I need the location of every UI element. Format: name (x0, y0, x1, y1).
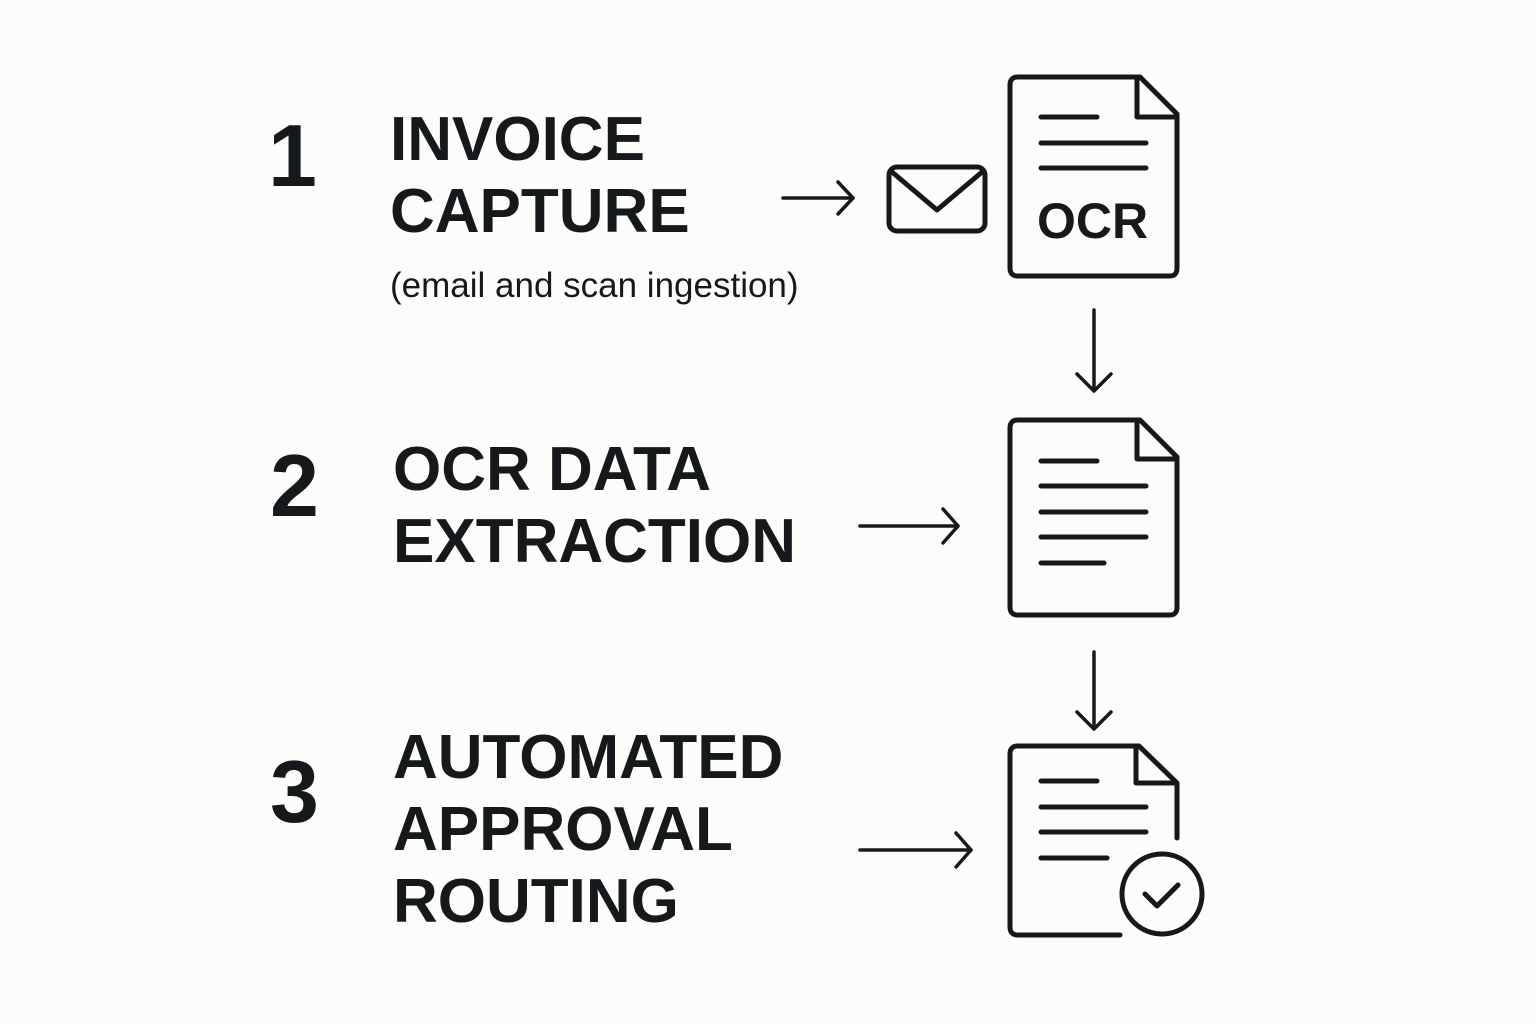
step-2-title: OCR DATA EXTRACTION (393, 434, 796, 578)
arrow-down-icon-1 (1075, 308, 1113, 393)
step-3-title: AUTOMATED APPROVAL ROUTING (393, 722, 783, 938)
step-3-title-line-1: AUTOMATED (393, 723, 784, 792)
ocr-document-icon: OCR (1007, 74, 1180, 279)
step-3-title-line-2: APPROVAL (393, 795, 733, 864)
arrow-right-icon-step-1 (781, 180, 855, 216)
document-icon (1007, 417, 1180, 618)
step-1-title-line-1: INVOICE (390, 105, 645, 174)
arrow-right-icon-step-2 (858, 507, 960, 545)
approved-document-icon (1007, 743, 1205, 938)
step-1-subtitle: (email and scan ingestion) (390, 266, 799, 305)
step-3-title-line-3: ROUTING (393, 867, 679, 936)
step-1-title-line-2: CAPTURE (390, 177, 690, 246)
envelope-icon (886, 164, 988, 234)
step-2-title-line-1: OCR DATA (393, 435, 711, 504)
step-3-number: 3 (270, 742, 319, 841)
ocr-label: OCR (1037, 193, 1148, 249)
step-2-number: 2 (270, 436, 319, 535)
arrow-right-icon-step-3 (858, 831, 973, 869)
step-1-title: INVOICE CAPTURE (390, 104, 690, 248)
step-2-title-line-2: EXTRACTION (393, 507, 796, 576)
arrow-down-icon-2 (1075, 650, 1113, 731)
check-circle-icon (1119, 851, 1205, 937)
step-1-number: 1 (268, 106, 317, 205)
